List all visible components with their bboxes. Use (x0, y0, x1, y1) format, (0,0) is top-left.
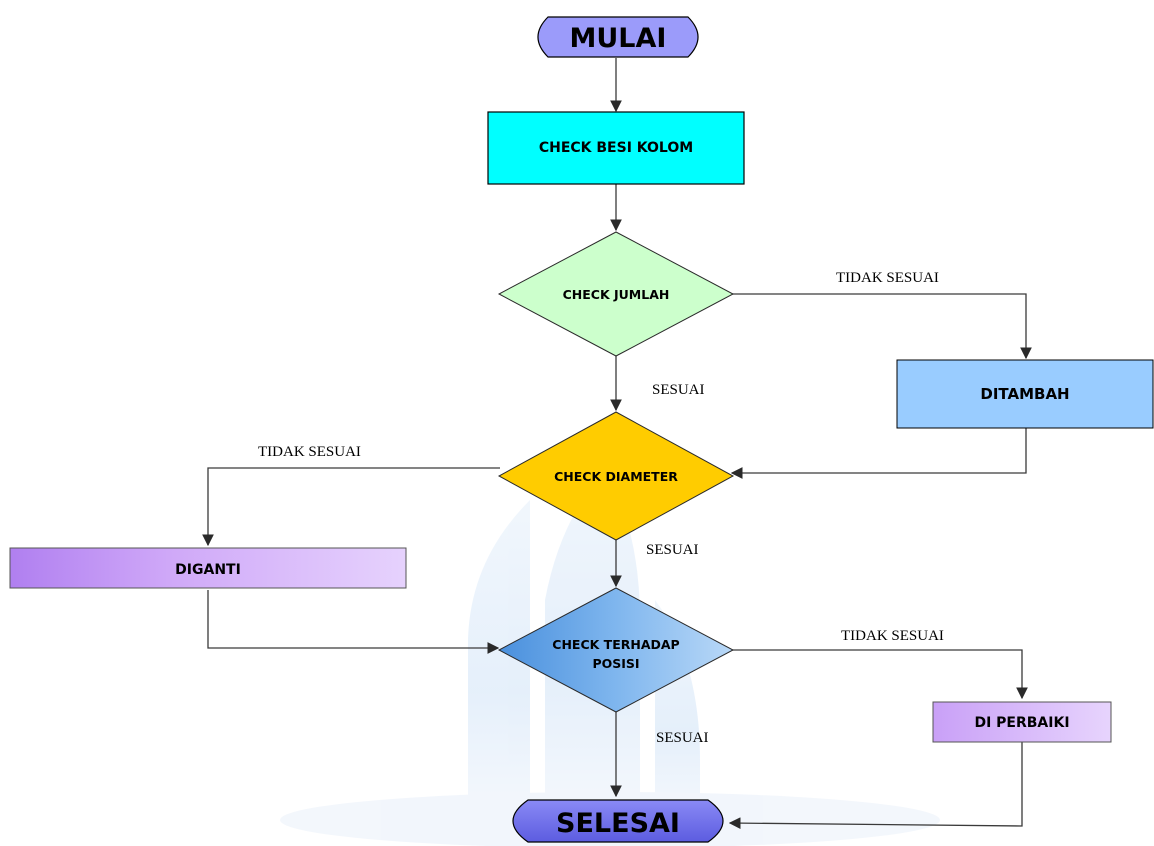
check-besi-label: CHECK BESI KOLOM (539, 140, 693, 156)
arrow-diameter-to-diganti (202, 467, 500, 547)
check-posisi-label-line1: CHECK TERHADAP (552, 637, 679, 652)
edge-label-diameter-tidak-sesuai: TIDAK SESUAI (258, 444, 361, 460)
decision-check-diameter: CHECK DIAMETER (497, 411, 735, 541)
arrow-jumlah-to-ditambah (732, 293, 1032, 360)
decision-check-posisi: CHECK TERHADAP POSISI (497, 587, 735, 713)
end-terminator: SELESAI (512, 799, 724, 843)
edge-label-jumlah-sesuai: SESUAI (652, 382, 705, 398)
arrow-diganti-to-posisi (207, 590, 500, 654)
process-check-besi-kolom: CHECK BESI KOLOM (487, 111, 745, 185)
process-ditambah: DITAMBAH (896, 359, 1154, 429)
check-diameter-label: CHECK DIAMETER (554, 469, 678, 484)
process-di-perbaiki: DI PERBAIKI (932, 701, 1112, 743)
check-jumlah-label: CHECK JUMLAH (563, 287, 670, 302)
arrow-diperbaiki-to-end (728, 742, 1023, 829)
edge-label-jumlah-tidak-sesuai: TIDAK SESUAI (836, 270, 939, 286)
end-label: SELESAI (556, 808, 680, 839)
edge-label-posisi-tidak-sesuai: TIDAK SESUAI (841, 628, 944, 644)
edge-label-posisi-sesuai: SESUAI (656, 730, 709, 746)
process-diganti: DIGANTI (9, 547, 407, 589)
start-terminator: MULAI (537, 16, 699, 58)
arrow-posisi-to-diperbaiki (732, 649, 1028, 700)
ditambah-label: DITAMBAH (980, 385, 1069, 403)
arrow-ditambah-to-diameter (730, 428, 1027, 479)
di-perbaiki-label: DI PERBAIKI (974, 715, 1069, 731)
connectors (202, 58, 1032, 829)
edge-label-diameter-sesuai: SESUAI (646, 542, 699, 558)
start-label: MULAI (570, 23, 667, 54)
diganti-label: DIGANTI (175, 562, 241, 578)
decision-check-jumlah: CHECK JUMLAH (497, 231, 735, 357)
check-posisi-label-line2: POSISI (592, 656, 639, 671)
